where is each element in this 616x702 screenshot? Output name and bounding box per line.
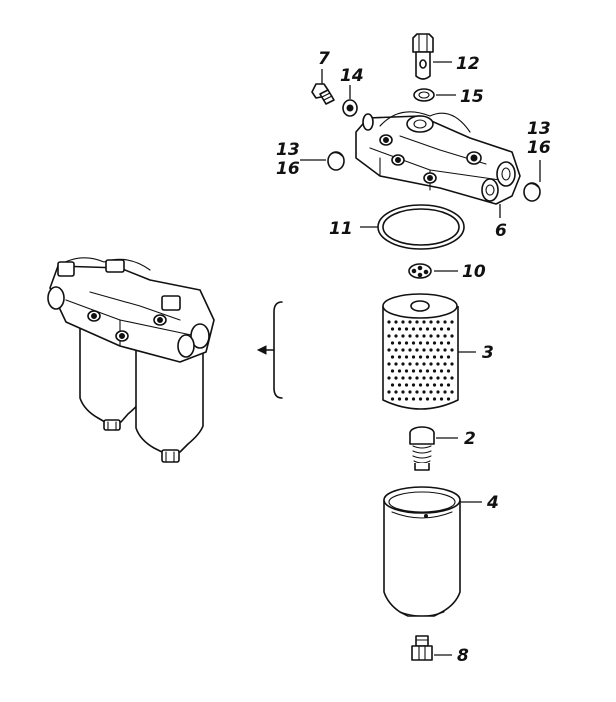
filter-bowl-part-4 bbox=[383, 486, 461, 617]
callout-12: 12 bbox=[456, 54, 480, 74]
callout-16-right: 16 bbox=[527, 138, 551, 158]
plug-part-13-16-right bbox=[523, 182, 541, 202]
leader-lines bbox=[300, 61, 541, 656]
callout-14: 14 bbox=[340, 66, 364, 86]
callout-8: 8 bbox=[457, 646, 469, 666]
screw-part-7 bbox=[311, 83, 335, 105]
valve-spring-part-2 bbox=[409, 426, 435, 471]
filter-head-part-6 bbox=[355, 111, 521, 205]
callout-4: 4 bbox=[486, 493, 499, 513]
callout-16-left: 16 bbox=[276, 159, 300, 179]
banjo-bolt-part-12 bbox=[412, 33, 434, 80]
callout-6: 6 bbox=[495, 221, 507, 241]
spring-washer-part-10 bbox=[408, 263, 432, 279]
assembled-double-filter-illustration bbox=[47, 257, 215, 463]
callout-labels: 7 14 12 15 13 16 13 16 6 11 10 3 2 4 8 bbox=[276, 49, 551, 666]
seal-ring-part-11 bbox=[377, 204, 465, 250]
callout-13-left: 13 bbox=[276, 140, 300, 160]
callout-7: 7 bbox=[318, 49, 330, 69]
callout-13-right: 13 bbox=[527, 119, 551, 139]
callout-10: 10 bbox=[462, 262, 486, 282]
filter-element-part-3 bbox=[382, 293, 459, 410]
plug-part-13-16-left bbox=[327, 151, 345, 171]
callout-2: 2 bbox=[464, 429, 476, 449]
drain-plug-part-8 bbox=[411, 635, 433, 661]
callout-3: 3 bbox=[482, 343, 494, 363]
washer-part-15 bbox=[413, 88, 435, 102]
callout-11: 11 bbox=[329, 219, 353, 239]
bracket-arrow bbox=[256, 301, 283, 399]
washer-part-14 bbox=[342, 99, 358, 117]
callout-15: 15 bbox=[460, 87, 484, 107]
